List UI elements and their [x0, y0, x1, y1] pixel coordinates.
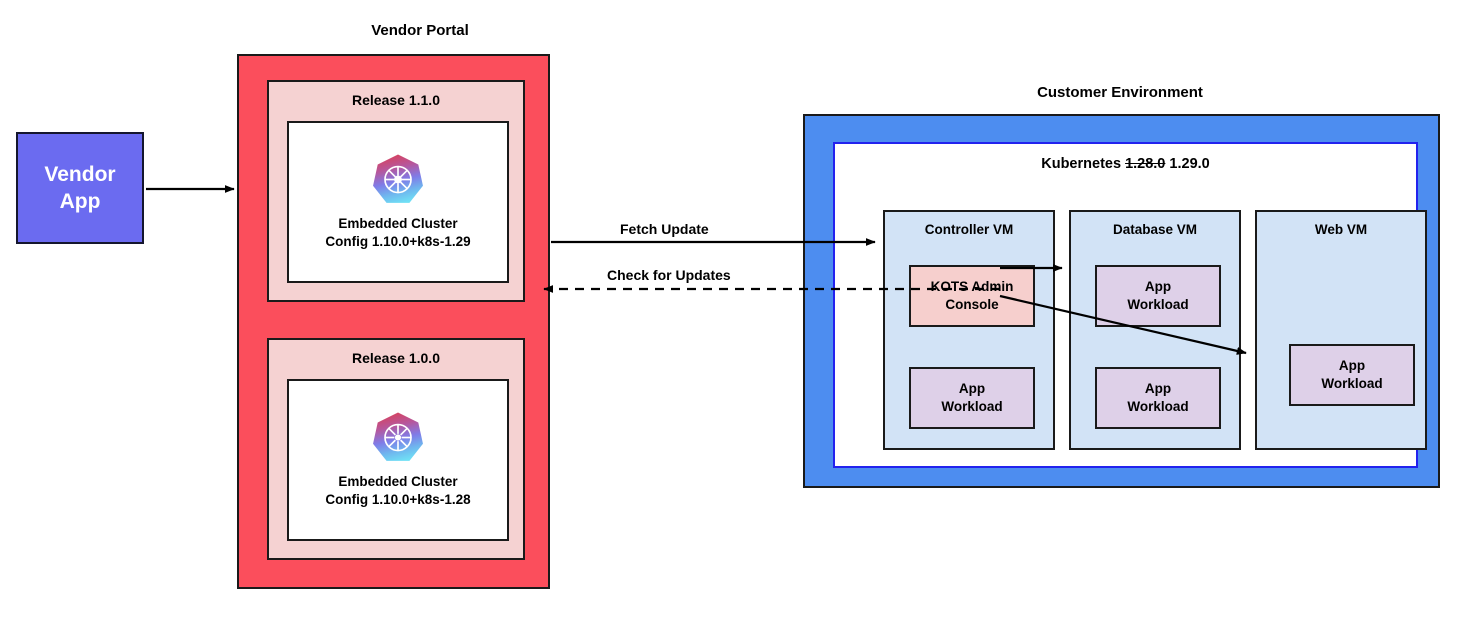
node-label: App Workload: [941, 380, 1002, 416]
node-label-line2: Workload: [941, 399, 1003, 414]
kubernetes-panel: Kubernetes 1.28.0 1.29.0 Controller VM K…: [833, 142, 1427, 468]
kots-admin-console-node[interactable]: KOTS Admin Console: [909, 265, 1035, 327]
embedded-cluster-line1: Embedded Cluster: [338, 216, 458, 231]
vm-title: Web VM: [1314, 222, 1368, 237]
release-box-1-0-0[interactable]: Release 1.0.0: [267, 338, 525, 560]
embedded-cluster-line2: Config 1.10.0+k8s-1.28: [325, 492, 471, 507]
node-label-line1: App: [958, 381, 986, 396]
customer-environment-title: Customer Environment: [1037, 84, 1203, 101]
node-label: App Workload: [1127, 278, 1188, 314]
node-label-line1: App: [1338, 358, 1366, 373]
node-label: App Workload: [1127, 380, 1188, 416]
node-label-line1: App: [1144, 381, 1172, 396]
kubernetes-version-new: 1.29.0: [1169, 156, 1210, 172]
vendor-app-label: Vendor App: [44, 161, 115, 215]
node-label-line2: Workload: [1127, 399, 1189, 414]
vm-title: Database VM: [1112, 222, 1198, 237]
node-label-line2: Console: [945, 297, 999, 312]
embedded-cluster-line1: Embedded Cluster: [338, 474, 458, 489]
kubernetes-label-prefix: Kubernetes: [1041, 156, 1122, 172]
release-title: Release 1.1.0: [352, 92, 440, 108]
kubernetes-version-old: 1.28.0: [1125, 156, 1166, 172]
vm-database[interactable]: Database VM App Workload App Workload: [1069, 210, 1241, 450]
node-label: App Workload: [1321, 357, 1382, 393]
kubernetes-icon: [372, 153, 424, 215]
vm-web[interactable]: Web VM App Workload: [1255, 210, 1427, 450]
embedded-cluster-label: Embedded Cluster Config 1.10.0+k8s-1.28: [325, 473, 470, 509]
app-workload-node[interactable]: App Workload: [1095, 265, 1221, 327]
kubernetes-version-label: Kubernetes 1.28.0 1.29.0: [835, 156, 1416, 172]
fetch-update-label: Fetch Update: [620, 221, 709, 237]
embedded-cluster-line2: Config 1.10.0+k8s-1.29: [325, 234, 471, 249]
node-label-line2: Workload: [1127, 297, 1189, 312]
embedded-cluster-card: Embedded Cluster Config 1.10.0+k8s-1.29: [287, 121, 509, 283]
check-for-updates-label: Check for Updates: [607, 267, 731, 283]
vendor-portal-title: Vendor Portal: [371, 22, 469, 39]
node-label-line1: KOTS Admin: [930, 279, 1014, 294]
app-workload-node[interactable]: App Workload: [1289, 344, 1415, 406]
vm-controller[interactable]: Controller VM KOTS Admin Console App Wor…: [883, 210, 1055, 450]
node-label-line1: App: [1144, 279, 1172, 294]
embedded-cluster-label: Embedded Cluster Config 1.10.0+k8s-1.29: [325, 215, 470, 251]
node-label: KOTS Admin Console: [931, 278, 1014, 314]
release-box-1-1-0[interactable]: Release 1.1.0: [267, 80, 525, 302]
vendor-portal-container: Release 1.1.0: [237, 54, 550, 589]
release-title: Release 1.0.0: [352, 350, 440, 366]
vendor-app-label-line2: App: [59, 190, 101, 213]
vendor-app-box[interactable]: Vendor App: [16, 132, 144, 244]
customer-environment-container: Kubernetes 1.28.0 1.29.0 Controller VM K…: [803, 114, 1440, 488]
embedded-cluster-card: Embedded Cluster Config 1.10.0+k8s-1.28: [287, 379, 509, 541]
app-workload-node[interactable]: App Workload: [1095, 367, 1221, 429]
app-workload-node[interactable]: App Workload: [909, 367, 1035, 429]
node-label-line2: Workload: [1321, 376, 1383, 391]
kubernetes-icon: [372, 411, 424, 473]
vendor-app-label-line1: Vendor: [44, 163, 116, 186]
vm-title: Controller VM: [924, 222, 1014, 237]
